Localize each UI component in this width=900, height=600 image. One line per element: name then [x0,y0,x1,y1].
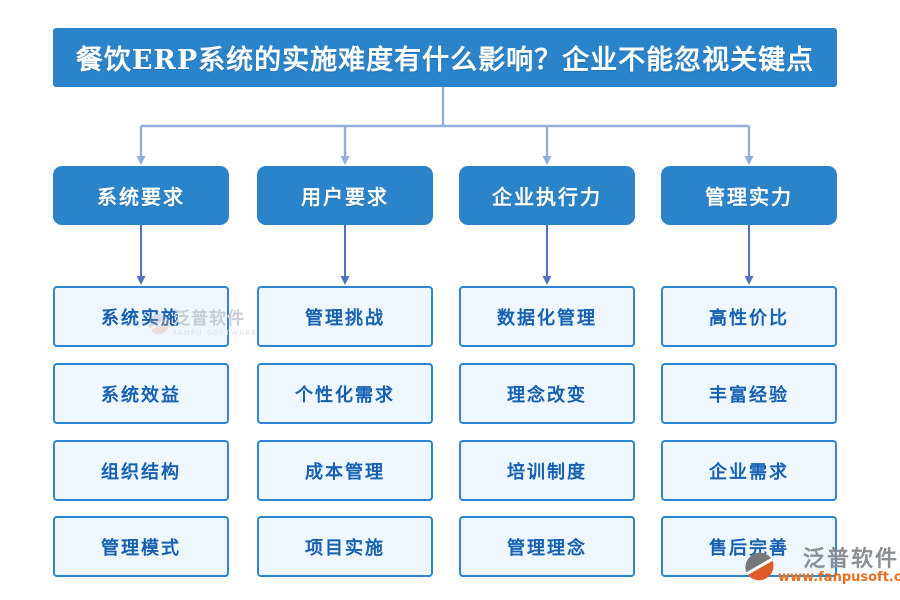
fanpu-logo: 泛普软件 www.fanpusoft.com [743,547,900,585]
item-box: 组织结构 [53,440,229,501]
item-box: 管理理念 [459,516,635,577]
item-box: 成本管理 [257,440,433,501]
item-box: 系统效益 [53,363,229,424]
item-box: 高性价比 [661,286,837,347]
diagram-title: 餐饮ERP系统的实施难度有什么影响？企业不能忽视关键点 [53,28,837,87]
item-box: 数据化管理 [459,286,635,347]
item-box: 培训制度 [459,440,635,501]
column-header-user-requirements: 用户要求 [257,166,433,225]
item-box: 售后完善 [661,516,837,577]
item-box: 个性化需求 [257,363,433,424]
item-box: 系统实施 [53,286,229,347]
item-box: 企业需求 [661,440,837,501]
column-header-enterprise-execution: 企业执行力 [459,166,635,225]
item-box: 项目实施 [257,516,433,577]
item-box: 管理模式 [53,516,229,577]
item-box: 丰富经验 [661,363,837,424]
fanpu-logo-icon [745,552,774,580]
item-box: 理念改变 [459,363,635,424]
column-header-management-strength: 管理实力 [661,166,837,225]
logo-url-text: www.fanpusoft.com [778,570,900,585]
logo-brand-text: 泛普软件 [803,546,900,572]
item-box: 管理挑战 [257,286,433,347]
column-header-system-requirements: 系统要求 [53,166,229,225]
